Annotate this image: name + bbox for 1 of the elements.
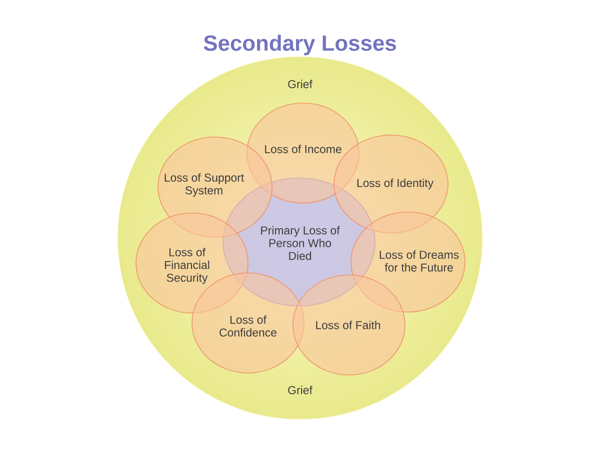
title: Secondary Losses <box>204 34 396 56</box>
